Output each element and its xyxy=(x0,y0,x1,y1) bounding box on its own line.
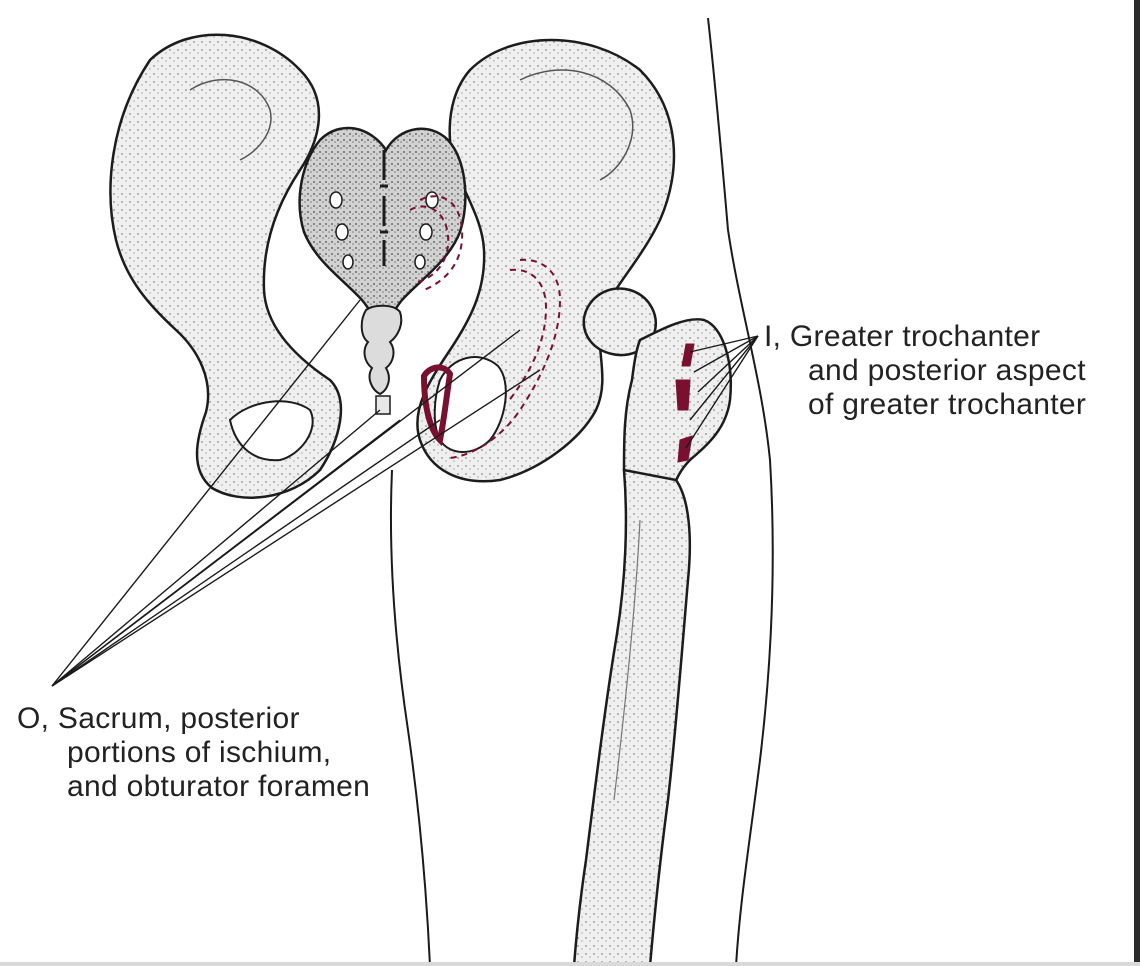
femur-shaft xyxy=(574,470,690,966)
insertion-label-line-1: I, Greater trochanter xyxy=(764,320,1086,354)
body-outline-right xyxy=(708,18,773,966)
insertion-label-line-2: and posterior aspect xyxy=(764,354,1086,388)
origin-label-line-3: and obturator foramen xyxy=(17,770,370,804)
origin-label-line-2: portions of ischium, xyxy=(17,736,370,770)
origin-label: O, Sacrum, posterior portions of ischium… xyxy=(17,702,370,804)
insertion-label-line-3: of greater trochanter xyxy=(764,388,1086,422)
scan-edge xyxy=(1134,0,1140,966)
body-outline-medial-thigh xyxy=(391,470,430,966)
insertion-label: I, Greater trochanter and posterior aspe… xyxy=(764,320,1086,422)
scan-bottom-edge xyxy=(0,962,1140,966)
coccyx xyxy=(362,306,402,394)
origin-label-line-1: O, Sacrum, posterior xyxy=(17,702,370,736)
